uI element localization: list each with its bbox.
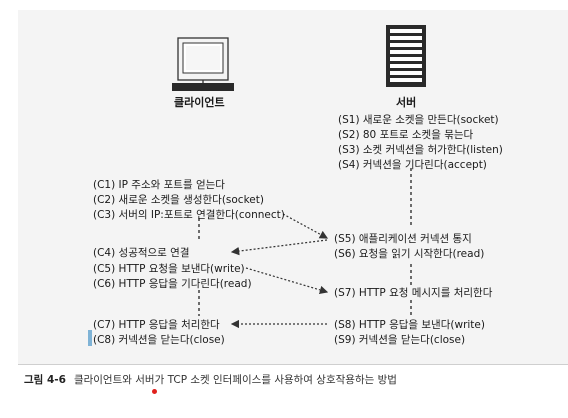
client-step-c5: (C5) HTTP 요청을 보낸다(write) [93, 263, 245, 275]
server-step-s1: (S1) 새로운 소켓을 만든다(socket) [338, 114, 499, 126]
server-step-s4: (S4) 커넥션을 기다린다(accept) [338, 159, 487, 171]
text-cursor-highlight [88, 330, 92, 346]
red-marker-dot [152, 389, 157, 394]
client-step-c2: (C2) 새로운 소켓을 생성한다(socket) [93, 194, 264, 206]
client-step-c3: (C3) 서버의 IP:포트로 연결한다(connect) [93, 209, 285, 221]
server-step-s5: (S5) 애플리케이션 커넥션 통지 [334, 233, 472, 245]
server-step-s8: (S8) HTTP 응답을 보낸다(write) [334, 319, 485, 331]
client-step-c6: (C6) HTTP 응답을 기다린다(read) [93, 278, 252, 290]
figure-caption: 그림 4-6 클라이언트와 서버가 TCP 소켓 인터페이스를 사용하여 상호작용… [24, 372, 397, 387]
server-step-s9: (S9) 커넥션을 닫는다(close) [334, 334, 466, 346]
caption-figure-number: 그림 4-6 [24, 374, 66, 386]
caption-divider [18, 364, 568, 365]
client-step-c4: (C4) 성공적으로 연결 [93, 247, 190, 259]
server-tower-icon [386, 25, 426, 87]
server-step-s2: (S2) 80 포트로 소켓을 묶는다 [338, 129, 474, 141]
computer-icon [172, 37, 234, 91]
arrow-connected [230, 239, 328, 256]
server-step-s3: (S3) 소켓 커넥션을 허가한다(listen) [338, 144, 503, 156]
server-label: 서버 [396, 96, 417, 109]
server-step-s6: (S6) 요청을 읽기 시작한다(read) [334, 248, 485, 260]
client-step-c7: (C7) HTTP 응답을 처리한다 [93, 319, 220, 331]
caption-text: 클라이언트와 서버가 TCP 소켓 인터페이스를 사용하여 상호작용하는 방법 [73, 374, 397, 386]
arrow-connect [282, 213, 329, 239]
client-step-c8: (C8) 커넥션을 닫는다(close) [93, 334, 225, 346]
diagram-panel [18, 10, 568, 364]
client-label: 클라이언트 [174, 96, 225, 109]
server-step-s7: (S7) HTTP 요청 메시지를 처리한다 [334, 287, 493, 299]
client-step-c1: (C1) IP 주소와 포트를 얻는다 [93, 179, 225, 191]
arrow-request [245, 267, 329, 294]
